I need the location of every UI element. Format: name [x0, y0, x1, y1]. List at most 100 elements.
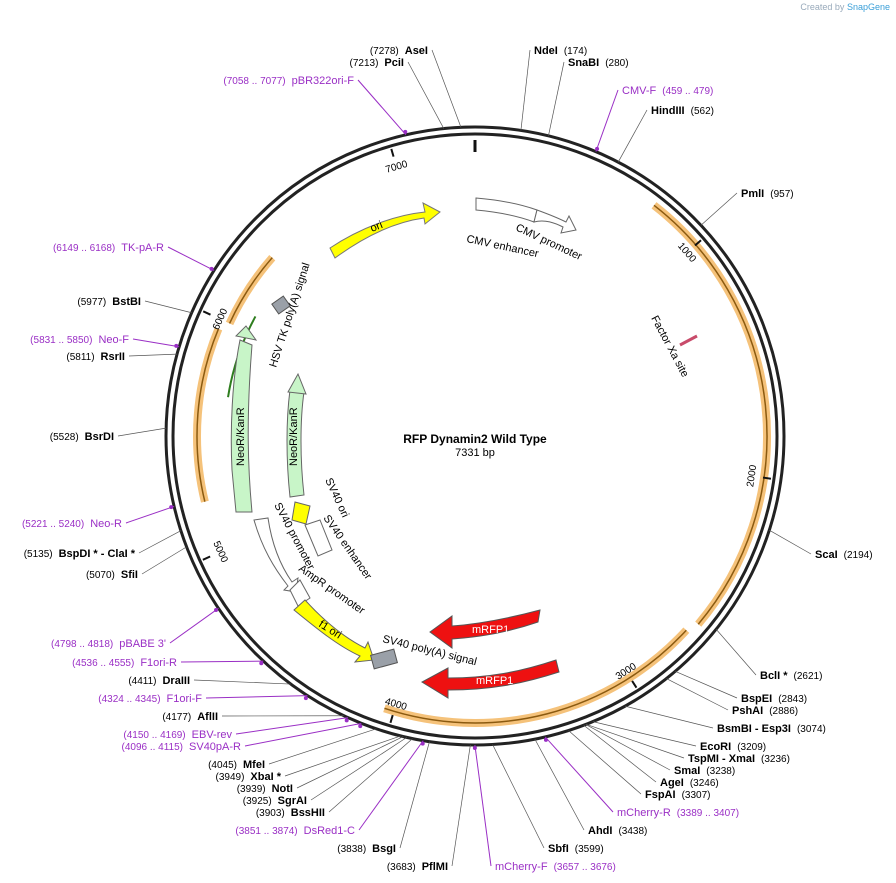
enzyme-label: (3925) SgrAI — [243, 795, 307, 807]
site-name: BsgI — [372, 843, 396, 855]
leader-line — [407, 61, 445, 129]
primer-label: (6149 .. 6168)TK-pA-R — [53, 242, 164, 254]
site-name: SmaI — [674, 765, 700, 777]
site-position: (2886) — [769, 706, 798, 717]
site-name: AflII — [197, 711, 218, 723]
tk-band-2 — [225, 255, 276, 326]
enzyme-label: (7213)PciI — [350, 57, 404, 69]
leader-line — [180, 660, 264, 663]
site-name: pBR322ori-F — [292, 75, 355, 87]
leader-line — [284, 735, 401, 777]
site-name: EcoRI — [700, 741, 731, 753]
leader-line — [617, 109, 648, 163]
enzyme-label: PshAI(2886) — [732, 705, 798, 717]
site-name: EBV-rev — [192, 729, 233, 741]
primer-mark — [595, 146, 600, 151]
site-name: F1ori-R — [140, 657, 177, 669]
site-position: (3657 .. 3676) — [554, 862, 616, 873]
primer-mark — [303, 696, 308, 701]
site-name: AhdI — [588, 825, 612, 837]
primer-label: (5831 .. 5850)Neo-F — [30, 334, 129, 346]
site-name: RsrII — [101, 351, 125, 363]
site-name: MfeI — [243, 759, 265, 771]
enzyme-label: SnaBI(280) — [568, 57, 629, 69]
feature-mrfp1-inner: mRFP1 — [429, 609, 541, 649]
site-name: TK-pA-R — [121, 242, 164, 254]
site-name: BsmBI - Esp3I — [717, 723, 791, 735]
leader-line — [144, 300, 192, 314]
leader-line — [328, 738, 413, 813]
site-position: (3838) — [337, 844, 366, 855]
leader-line — [125, 505, 175, 524]
primer-label: mCherry-R(3389 .. 3407) — [617, 807, 739, 819]
site-name: SbfI — [548, 843, 569, 855]
tick-mark — [389, 714, 394, 724]
primer-label: mCherry-F(3657 .. 3676) — [495, 861, 616, 873]
site-position: (3438) — [618, 826, 647, 837]
tk-line — [196, 328, 220, 502]
feature-ori: ori — [329, 202, 441, 259]
primer-mark — [403, 129, 408, 134]
leader-line — [235, 717, 348, 735]
snapgene-credit: Created by SnapGene — [800, 2, 890, 12]
site-position: (4411) — [128, 676, 156, 687]
site-name: NdeI — [534, 45, 558, 57]
ori-label: ori — [369, 219, 385, 235]
site-name: Neo-R — [90, 518, 122, 530]
leader-line — [244, 722, 362, 747]
primer-label: (4798 .. 4818)pBABE 3' — [51, 638, 166, 650]
leader-line — [592, 721, 697, 747]
primer-mark — [174, 343, 179, 348]
enzyme-label: AgeI(3246) — [660, 777, 719, 789]
site-name: PmlI — [741, 188, 764, 200]
enzyme-label: PmlI(957) — [741, 188, 794, 200]
site-position: (5070) — [86, 570, 115, 581]
tick-mark — [390, 148, 395, 157]
plasmid-length: 7331 bp — [455, 447, 495, 459]
site-position: (3246) — [690, 778, 719, 789]
leader-line — [675, 671, 738, 699]
site-name: ScaI — [815, 549, 838, 561]
neokanr-outer-label: NeoR/KanR — [235, 407, 247, 466]
site-name: HindIII — [651, 105, 685, 117]
leader-line — [666, 678, 729, 711]
primer-label: (3851 .. 3874)DsRed1-C — [235, 825, 355, 837]
primer-mark — [420, 741, 425, 746]
primer-mark — [169, 505, 174, 510]
orange-features — [193, 202, 771, 727]
tick-mark — [631, 680, 638, 689]
site-name: SgrAI — [278, 795, 307, 807]
leader-line — [141, 546, 187, 575]
cds-line-2 — [384, 629, 687, 724]
site-name: SnaBI — [568, 57, 599, 69]
feature-neokanr-inner: NeoR/KanR — [286, 372, 307, 498]
site-name: BclI * — [760, 670, 788, 682]
leader-line — [451, 744, 471, 867]
primer-label: (5221 .. 5240)Neo-R — [22, 518, 122, 530]
site-position: (5831 .. 5850) — [30, 335, 92, 346]
site-position: (2194) — [844, 550, 873, 561]
site-name: SfiI — [121, 569, 138, 581]
site-name: NotI — [272, 783, 293, 795]
primer-mark — [259, 661, 264, 666]
enzyme-label: (5811)RsrII — [66, 351, 125, 363]
site-position: (174) — [564, 46, 587, 57]
leader-line — [700, 192, 738, 226]
sv40-ori-label: SV40 ori — [322, 476, 351, 519]
site-position: (3903) — [256, 808, 285, 819]
enzyme-label: (4411)DraIII — [128, 675, 190, 687]
leader-line — [117, 427, 167, 437]
site-position: (2621) — [794, 671, 823, 682]
site-position: (3599) — [575, 844, 604, 855]
site-name: BssHII — [291, 807, 325, 819]
leader-line — [431, 49, 462, 128]
site-name: SV40pA-R — [189, 741, 241, 753]
feature-factor-xa: Factor Xa site — [648, 314, 698, 379]
feature-mrfp1-outer: mRFP1 — [420, 659, 560, 699]
leader-line — [492, 744, 545, 849]
site-position: (3925) — [243, 796, 272, 807]
snapgene-logo: SnapGene — [846, 2, 890, 12]
neokanr-inner-label: NeoR/KanR — [288, 407, 300, 466]
enzyme-label: (3939)NotI — [237, 783, 293, 795]
